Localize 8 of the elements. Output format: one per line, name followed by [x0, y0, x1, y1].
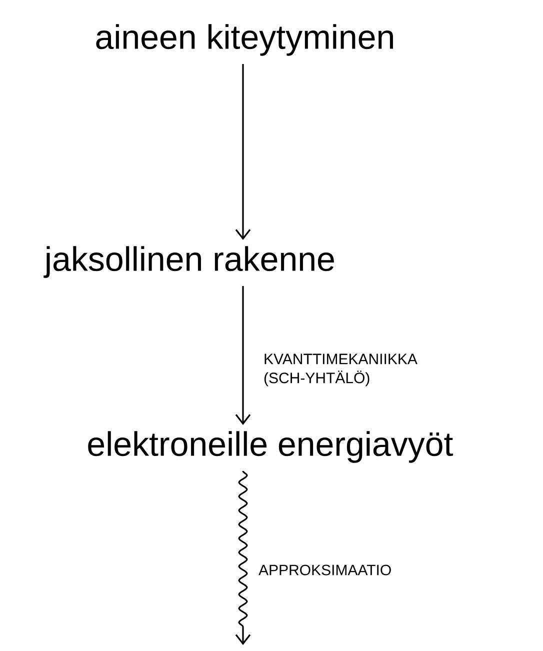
text-label: elektroneille energiavyöt: [88, 431, 453, 463]
edge-label: KVANTTIMEKANIIKKA (SCH-YHTÄLÖ): [264, 354, 418, 386]
text-label: aineen kiteytyminen: [96, 24, 393, 56]
arrow: [235, 64, 251, 240]
arrow: [235, 470, 251, 645]
edge-label: APPROKSIMAATIO: [258, 564, 391, 576]
text-label: jaksollinen rakenne: [44, 246, 334, 278]
arrow: [235, 286, 251, 425]
